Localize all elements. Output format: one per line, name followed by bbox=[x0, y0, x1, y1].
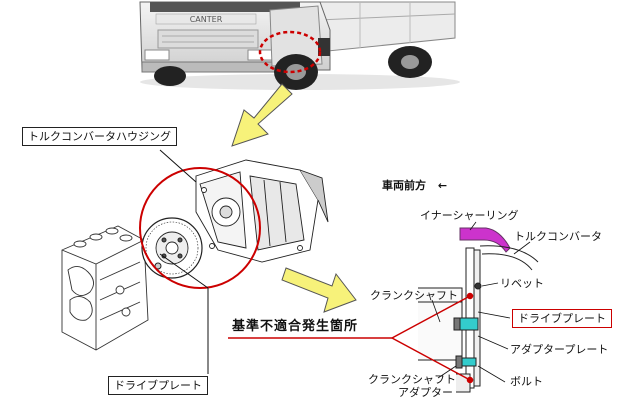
vehicle-front-text: 車両前方 bbox=[382, 179, 426, 192]
label-drive-plate-right: ドライブプレート bbox=[512, 309, 612, 328]
arrow-truck-to-transmission bbox=[231, 83, 293, 147]
truck-location-highlight bbox=[258, 30, 322, 74]
label-bolt: ボルト bbox=[510, 375, 543, 388]
truck-brand-text: CANTER bbox=[190, 15, 223, 24]
label-adapter-plate: アダプタープレート bbox=[510, 343, 609, 356]
transmission-drawing bbox=[195, 159, 329, 263]
cross-section-leaders bbox=[431, 221, 531, 383]
label-inner-shearing: イナーシャーリング bbox=[420, 209, 519, 222]
label-crankshaft-adapter-line2: アダプター bbox=[398, 386, 453, 399]
leader-housing bbox=[159, 149, 197, 183]
engine-block-drawing bbox=[61, 225, 149, 351]
truck-illustration: CANTER bbox=[139, 1, 460, 90]
label-torque-converter-housing: トルクコンバータハウジング bbox=[22, 127, 177, 146]
label-crankshaft-adapter-line1: クランクシャフト bbox=[368, 373, 456, 386]
label-drive-plate-bottom: ドライブプレート bbox=[108, 376, 208, 395]
label-rivet: リベット bbox=[500, 277, 544, 290]
label-crankshaft: クランクシャフト bbox=[370, 289, 458, 302]
label-defect-location: 基準不適合発生箇所 bbox=[232, 319, 359, 334]
component-highlight-circle bbox=[139, 167, 261, 289]
defect-leader-lines bbox=[228, 292, 474, 384]
arrow-to-cross-section bbox=[281, 267, 357, 313]
vehicle-front-arrow-icon: ← bbox=[437, 179, 448, 192]
label-vehicle-front: 車両前方 ← bbox=[382, 180, 447, 191]
label-torque-converter: トルクコンバータ bbox=[514, 230, 602, 243]
drive-plate-drawing bbox=[141, 217, 203, 279]
